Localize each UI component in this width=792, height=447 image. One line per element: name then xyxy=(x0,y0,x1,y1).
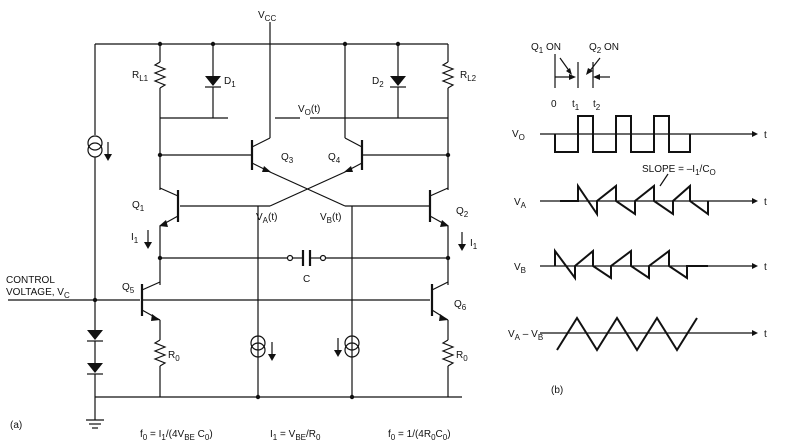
left-bias-network xyxy=(87,44,112,397)
transistor-q1 xyxy=(157,118,180,285)
r0-left-label: R0 xyxy=(168,350,180,363)
slope-label: SLOPE = –I1/CO xyxy=(642,164,716,177)
transistor-q2 xyxy=(428,118,451,285)
q3-label: Q3 xyxy=(281,152,294,165)
t-axis-vo: t xyxy=(764,130,767,141)
formula-f0-a: f0 = I1/(4VBE C0) xyxy=(140,429,213,442)
i1-right-arrow xyxy=(458,232,466,251)
t-axis-va: t xyxy=(764,197,767,208)
vavb-wave-label: VA – VB xyxy=(508,329,543,342)
i1-left-arrow xyxy=(144,230,152,249)
d1-label: D1 xyxy=(224,76,236,89)
t1-label: t1 xyxy=(572,99,580,112)
control-voltage-line xyxy=(8,297,140,303)
vb-waveform xyxy=(540,247,758,282)
vo-waveform xyxy=(540,115,758,153)
current-source-a xyxy=(250,335,276,400)
transistor-q3 xyxy=(160,44,271,173)
transistor-q5 xyxy=(140,281,430,397)
q1-label: Q1 xyxy=(132,200,145,213)
q2-label: Q2 xyxy=(456,206,469,219)
part-b-label: (b) xyxy=(551,385,563,396)
rl1-label: RL1 xyxy=(132,70,149,83)
transistor-q4 xyxy=(344,44,448,173)
slope-pointer xyxy=(659,173,669,187)
d2-label: D2 xyxy=(372,76,384,89)
part-a-label: (a) xyxy=(10,420,22,431)
va-wave-label: VA xyxy=(514,197,527,210)
current-source-b xyxy=(334,335,360,400)
supply-rails xyxy=(86,22,462,429)
vb-t-label: VB(t) xyxy=(320,212,341,225)
cross-coupling xyxy=(180,171,430,397)
va-waveform xyxy=(540,182,758,218)
transistor-q6 xyxy=(430,281,455,397)
vcc-label: VCC xyxy=(258,10,276,23)
t-axis-vb: t xyxy=(764,262,767,273)
t0-label: 0 xyxy=(551,99,557,110)
timing-markers xyxy=(554,54,610,88)
left-load xyxy=(153,41,228,119)
q1-on-label: Q1 ON xyxy=(531,42,561,55)
r0-right-label: R0 xyxy=(456,350,468,363)
right-load xyxy=(310,41,455,119)
va-t-label: VA(t) xyxy=(256,212,277,225)
q2-on-label: Q2 ON xyxy=(589,42,619,55)
i1-right-label: I1 xyxy=(470,238,478,251)
vo-wave-label: VO xyxy=(512,129,525,142)
vavb-waveform xyxy=(540,316,758,352)
timing-capacitor xyxy=(157,250,451,266)
q5-label: Q5 xyxy=(122,282,135,295)
t2-label: t2 xyxy=(593,99,601,112)
control-label-2: VOLTAGE, VC xyxy=(6,287,70,300)
vo-t-label: VO(t) xyxy=(298,104,320,117)
q4-label: Q4 xyxy=(328,152,341,165)
formula-i1: I1 = VBE/R0 xyxy=(270,429,321,442)
formula-f0-b: f0 = 1/(4R0C0) xyxy=(388,429,451,442)
vb-wave-label: VB xyxy=(514,262,526,275)
t-axis-vavb: t xyxy=(764,329,767,340)
q6-label: Q6 xyxy=(454,299,467,312)
i1-left-label: I1 xyxy=(131,232,139,245)
capacitor-label: C xyxy=(303,274,310,285)
rl2-label: RL2 xyxy=(460,70,477,83)
control-label-1: CONTROL xyxy=(6,275,55,286)
